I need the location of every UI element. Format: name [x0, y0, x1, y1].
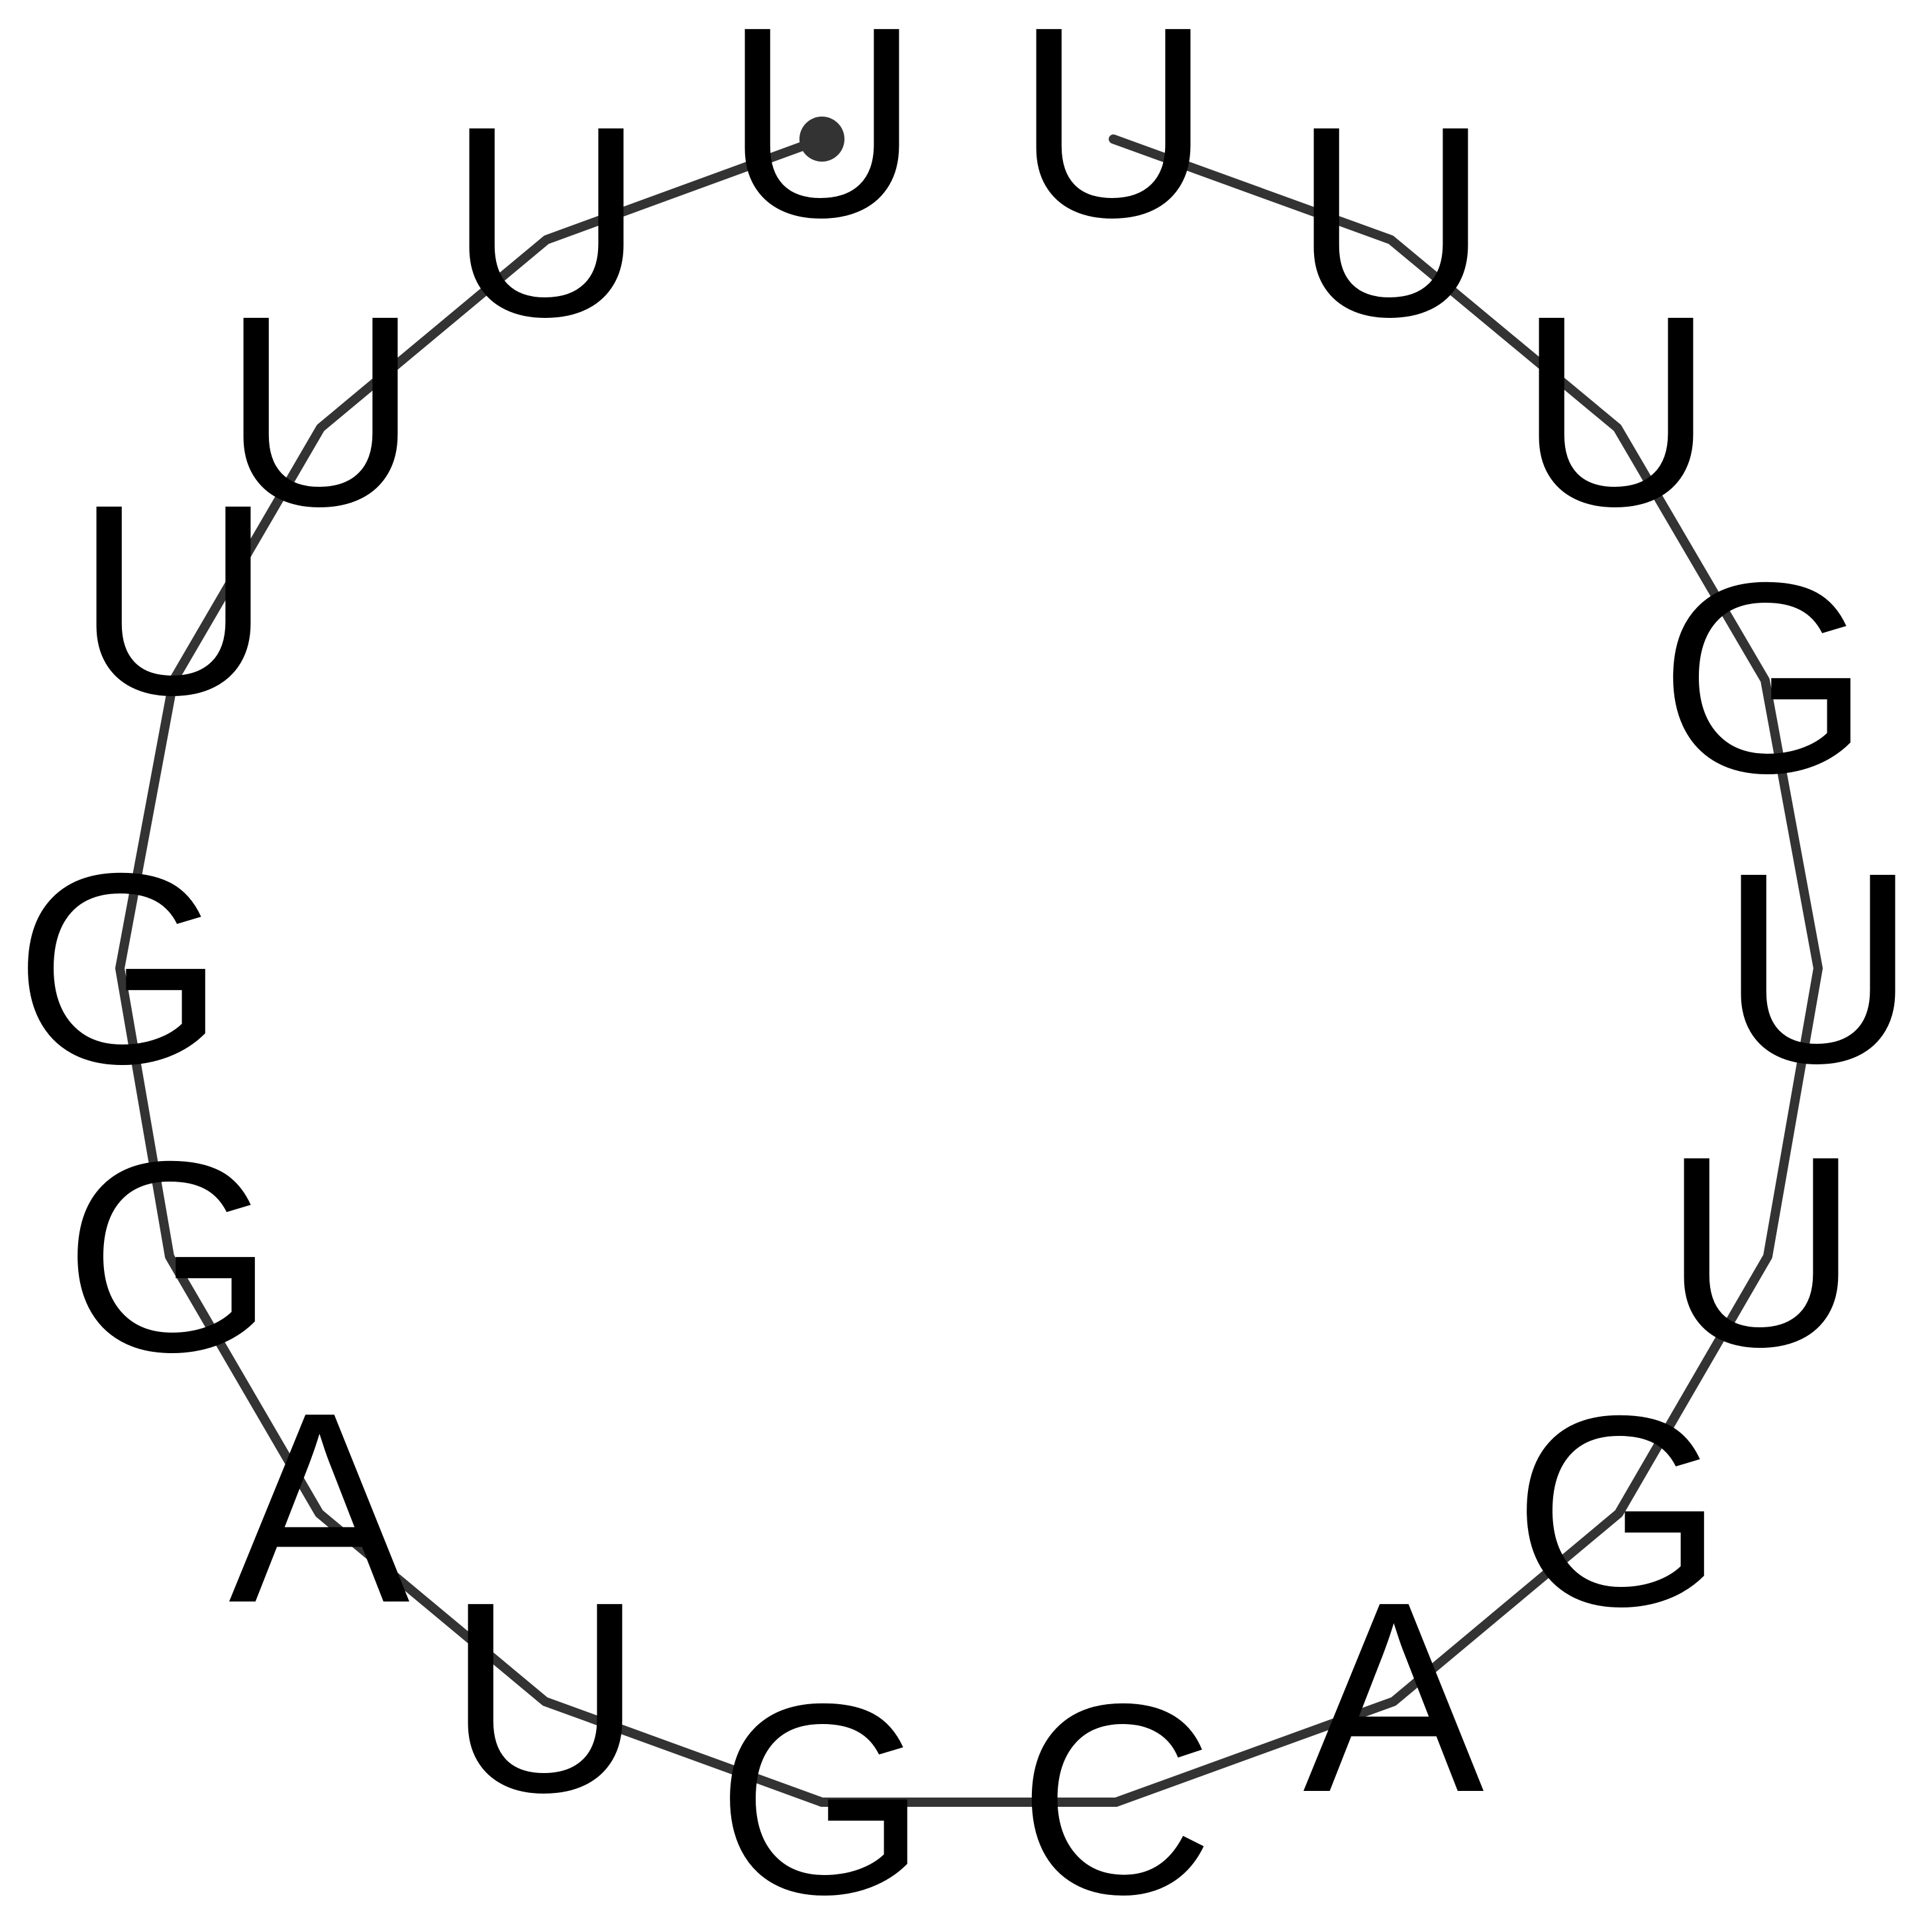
nucleotide-8-label: U — [447, 1545, 643, 1849]
rna-backbone-line — [115, 134, 1823, 1807]
nucleotide-3-label: U — [223, 259, 419, 562]
nucleotide-16-label: U — [1518, 259, 1714, 562]
nucleotide-14-label: U — [1720, 816, 1916, 1119]
five-prime-start-marker — [799, 117, 844, 162]
nucleotide-17-label: U — [1293, 70, 1489, 373]
nucleotide-9-label: G — [717, 1647, 928, 1932]
nucleotide-13-label: U — [1663, 1099, 1859, 1403]
nucleotide-11-label: A — [1303, 1545, 1485, 1849]
nucleotide-12-label: G — [1513, 1359, 1725, 1662]
nucleotide-10-label: C — [1018, 1647, 1214, 1932]
nucleotide-6-label: G — [64, 1105, 276, 1408]
nucleotide-18-label: U — [1015, 0, 1211, 274]
nucleotide-7-label: A — [229, 1356, 411, 1659]
nucleotide-2-label: U — [448, 70, 644, 373]
nucleotide-15-label: G — [1660, 526, 1871, 829]
nucleotide-4-label: U — [76, 448, 272, 751]
nucleotide-1-label: U — [724, 0, 920, 274]
nucleotide-5-label: G — [15, 817, 226, 1120]
